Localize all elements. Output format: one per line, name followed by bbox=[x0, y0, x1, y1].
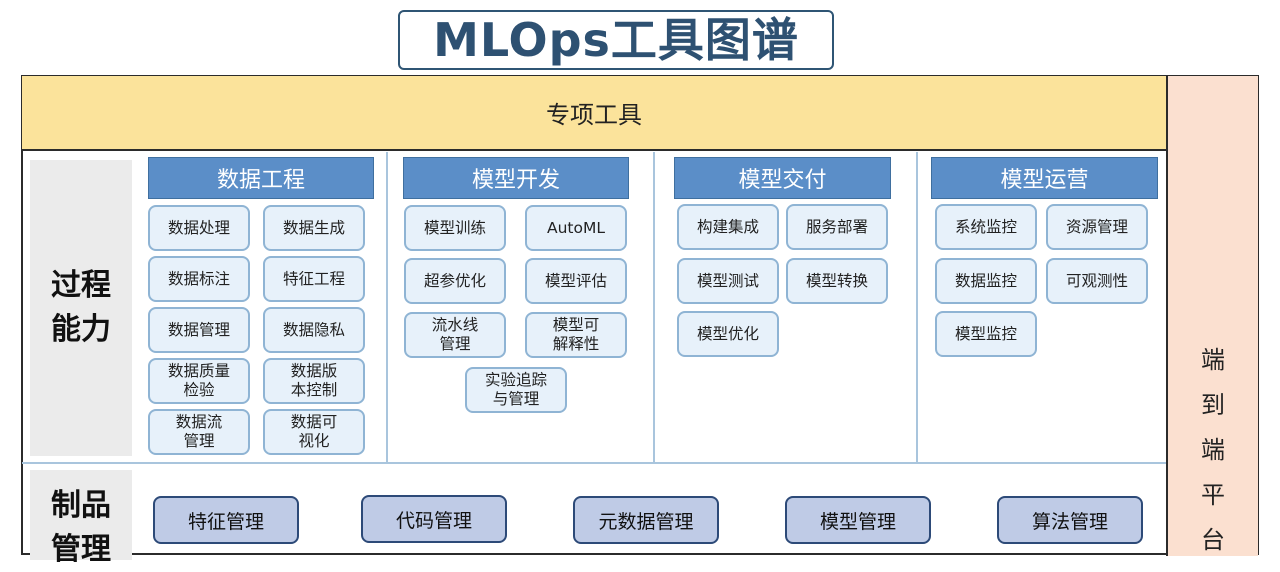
tool-box: 模型可 解释性 bbox=[525, 312, 627, 358]
tool-box: 服务部署 bbox=[786, 204, 888, 250]
tool-box: 数据隐私 bbox=[263, 307, 365, 353]
tool-box: 超参优化 bbox=[404, 258, 506, 304]
row-divider bbox=[22, 462, 1166, 464]
tool-box: 资源管理 bbox=[1046, 204, 1148, 250]
tool-box: 数据生成 bbox=[263, 205, 365, 251]
tool-box: 数据监控 bbox=[935, 258, 1037, 304]
column-divider bbox=[916, 152, 918, 462]
artifact-label-line: 制品 bbox=[51, 488, 111, 523]
category-header-model-development: 模型开发 bbox=[403, 157, 629, 199]
platform-char: 端 bbox=[1201, 346, 1225, 374]
diagram-title: MLOps工具图谱 bbox=[433, 13, 799, 67]
category-header-model-operations: 模型运营 bbox=[931, 157, 1158, 199]
diagram-title-box: MLOps工具图谱 bbox=[398, 10, 834, 70]
tool-box: 构建集成 bbox=[677, 204, 779, 250]
tool-box: 模型训练 bbox=[404, 205, 506, 251]
tool-box: 数据版 本控制 bbox=[263, 358, 365, 404]
tool-box: 系统监控 bbox=[935, 204, 1037, 250]
artifact-box: 特征管理 bbox=[153, 496, 299, 544]
process-capability-label: 过程 能力 bbox=[30, 160, 132, 456]
artifact-label-line: 管理 bbox=[51, 532, 111, 567]
tool-box: 数据质量 检验 bbox=[148, 358, 250, 404]
tool-box: AutoML bbox=[525, 205, 627, 251]
tool-box: 数据标注 bbox=[148, 256, 250, 302]
tool-box: 特征工程 bbox=[263, 256, 365, 302]
tool-box: 流水线 管理 bbox=[404, 312, 506, 358]
artifact-box: 代码管理 bbox=[361, 495, 507, 543]
tool-box: 数据管理 bbox=[148, 307, 250, 353]
tool-box: 模型测试 bbox=[677, 258, 779, 304]
platform-char: 台 bbox=[1201, 526, 1225, 554]
artifact-box: 元数据管理 bbox=[573, 496, 719, 544]
artifact-box: 算法管理 bbox=[997, 496, 1143, 544]
special-tools-band: 专项工具 bbox=[22, 76, 1166, 151]
category-header-data-engineering: 数据工程 bbox=[148, 157, 374, 199]
tool-box: 数据处理 bbox=[148, 205, 250, 251]
special-tools-label: 专项工具 bbox=[546, 101, 642, 129]
tool-box: 数据流 管理 bbox=[148, 409, 250, 455]
platform-char: 到 bbox=[1201, 391, 1225, 419]
platform-char: 平 bbox=[1201, 481, 1225, 509]
tool-box: 可观测性 bbox=[1046, 258, 1148, 304]
end-to-end-platform-column: 端 到 端 平 台 bbox=[1166, 76, 1258, 556]
tool-box: 模型优化 bbox=[677, 311, 779, 357]
tool-box: 模型监控 bbox=[935, 311, 1037, 357]
tool-box: 模型评估 bbox=[525, 258, 627, 304]
tool-box: 实验追踪 与管理 bbox=[465, 367, 567, 413]
column-divider bbox=[386, 152, 388, 462]
process-label-line: 过程 bbox=[51, 268, 111, 303]
tool-box: 数据可 视化 bbox=[263, 409, 365, 455]
process-label-line: 能力 bbox=[51, 312, 111, 347]
tool-box: 模型转换 bbox=[786, 258, 888, 304]
artifact-management-label: 制品 管理 bbox=[30, 470, 132, 567]
category-header-model-delivery: 模型交付 bbox=[674, 157, 891, 199]
artifact-box: 模型管理 bbox=[785, 496, 931, 544]
platform-char: 端 bbox=[1201, 436, 1225, 464]
column-divider bbox=[653, 152, 655, 462]
